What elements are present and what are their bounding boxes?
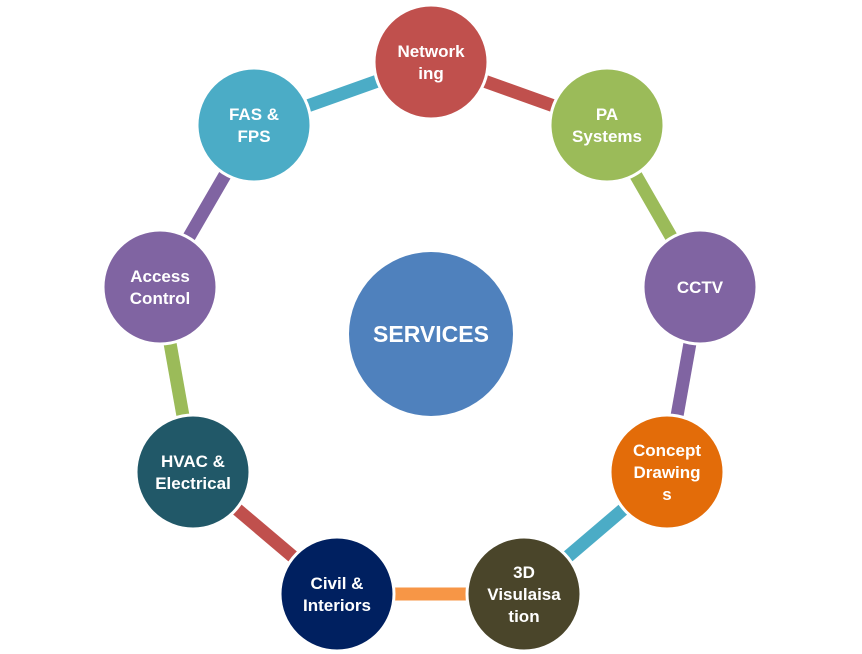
- node-label-hvac-electrical-line-2: Electrical: [155, 474, 231, 493]
- node-cctv: CCTV: [641, 228, 759, 346]
- node-label-civil-interiors-line-2: Interiors: [303, 596, 371, 615]
- node-circle-fas-fps: [195, 66, 313, 184]
- node-label-access-control-line-1: Access: [130, 267, 190, 286]
- node-civil-interiors: Civil & Interiors: [278, 535, 396, 653]
- node-fas-fps: FAS & FPS: [195, 66, 313, 184]
- node-circle-pa-systems: [548, 66, 666, 184]
- node-label-hvac-electrical-line-1: HVAC &: [161, 452, 225, 471]
- node-label-3d-visualisation-line-2: Visulaisa: [487, 585, 561, 604]
- node-3d-visualisation: 3D Visulaisa tion: [465, 535, 583, 653]
- node-circle-3d-visualisation: [465, 535, 583, 653]
- node-circle-networking: [372, 3, 490, 121]
- node-circle-hvac-electrical: [134, 413, 252, 531]
- node-circle-cctv: [641, 228, 759, 346]
- node-label-networking-line-1: Network: [397, 42, 465, 61]
- node-label-concept-drawings-line-1: Concept: [633, 441, 701, 460]
- node-label-pa-systems-line-2: Systems: [572, 127, 642, 146]
- node-networking: Network ing: [372, 3, 490, 121]
- node-circle-civil-interiors: [278, 535, 396, 653]
- node-label-concept-drawings-line-3: s: [662, 485, 671, 504]
- node-label-access-control-line-2: Control: [130, 289, 190, 308]
- node-pa-systems: PA Systems: [548, 66, 666, 184]
- node-label-cctv-line-1: CCTV: [677, 278, 724, 297]
- hub-label: SERVICES: [373, 321, 489, 347]
- node-circle-access-control: [101, 228, 219, 346]
- hub-circle: [349, 252, 513, 416]
- hub-group: SERVICES: [349, 252, 513, 416]
- node-label-pa-systems-line-1: PA: [596, 105, 618, 124]
- node-label-civil-interiors-line-1: Civil &: [311, 574, 364, 593]
- node-label-networking-line-2: ing: [418, 64, 444, 83]
- node-label-fas-fps-line-2: FPS: [237, 127, 270, 146]
- node-label-concept-drawings-line-2: Drawing: [633, 463, 700, 482]
- node-label-3d-visualisation-line-3: tion: [508, 607, 539, 626]
- node-label-3d-visualisation-line-1: 3D: [513, 563, 535, 582]
- node-label-fas-fps-line-1: FAS &: [229, 105, 279, 124]
- node-hvac-electrical: HVAC & Electrical: [134, 413, 252, 531]
- node-circle-concept-drawings: [608, 413, 726, 531]
